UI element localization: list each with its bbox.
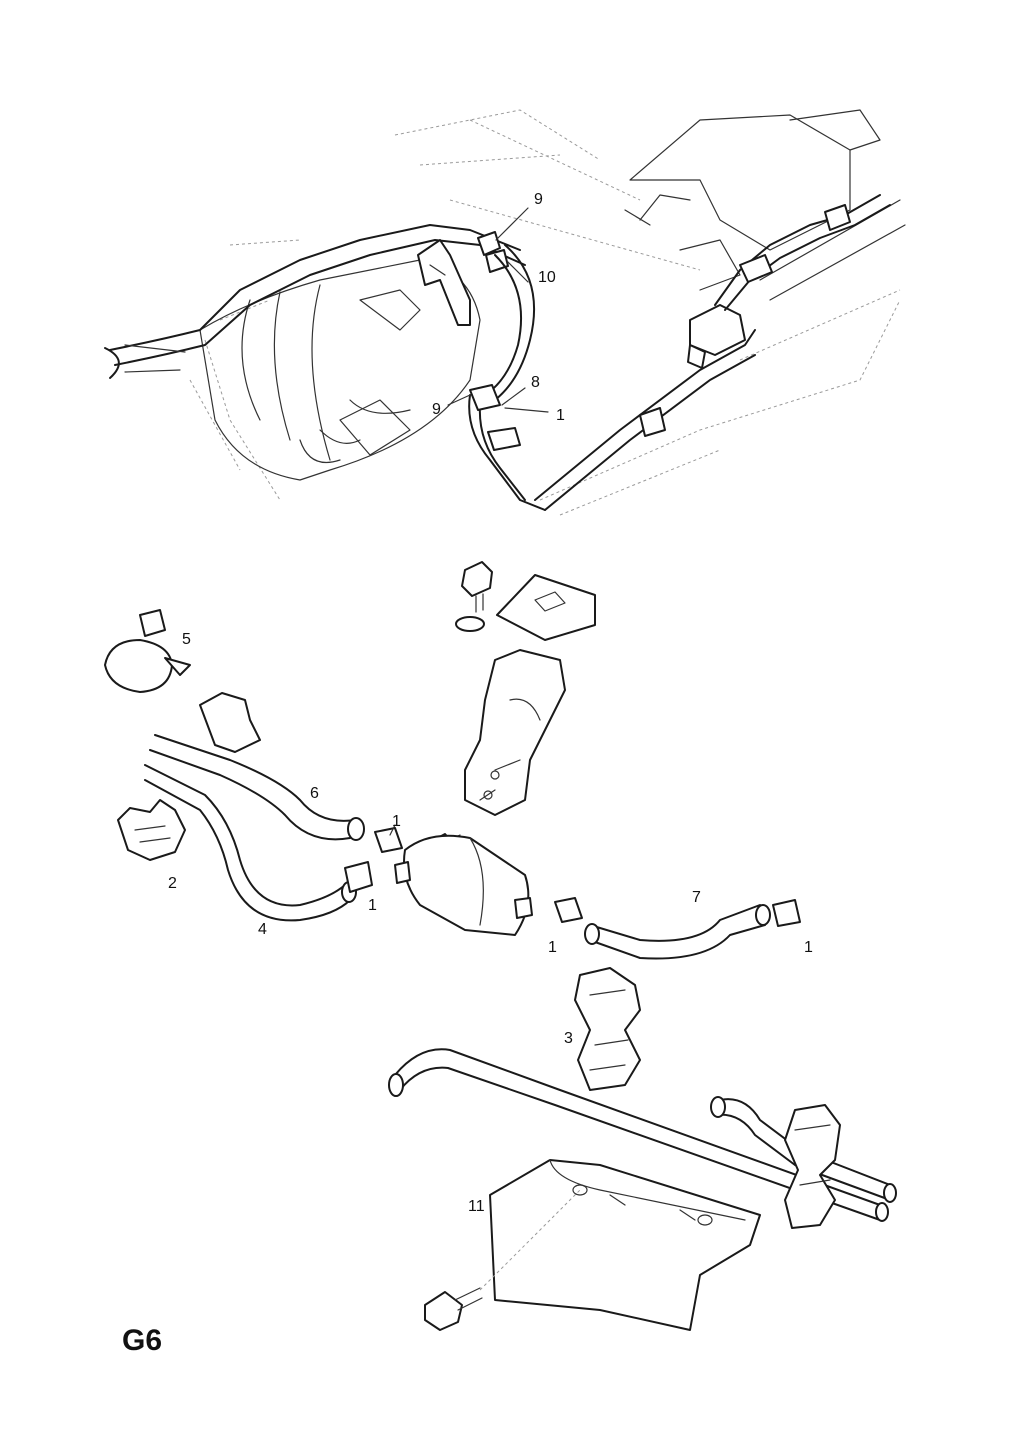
exploded-parts [104,561,897,1331]
callout-1-left: 1 [548,939,557,956]
callout-7: 7 [692,889,701,906]
underbody-assembly [104,109,906,516]
callout-3: 3 [564,1030,573,1047]
callout-9-bottom: 9 [432,401,441,418]
callout-2: 2 [168,875,177,892]
callout-5: 5 [182,631,191,648]
callouts: 9 10 8 9 1 5 6 1 2 1 4 7 1 1 3 11 [168,191,813,1215]
callout-1-right: 1 [804,939,813,956]
callout-10: 10 [538,269,556,286]
callout-1-hose6: 1 [392,813,401,830]
page-code: G6 [122,1324,162,1357]
callout-1-top: 1 [556,407,565,424]
leader-lines [389,207,549,836]
callout-6: 6 [310,785,319,802]
callout-1-hose4: 1 [368,897,377,914]
callout-9-top: 9 [534,191,543,208]
callout-8: 8 [531,374,540,391]
callout-11: 11 [468,1198,485,1215]
callout-4: 4 [258,921,267,938]
